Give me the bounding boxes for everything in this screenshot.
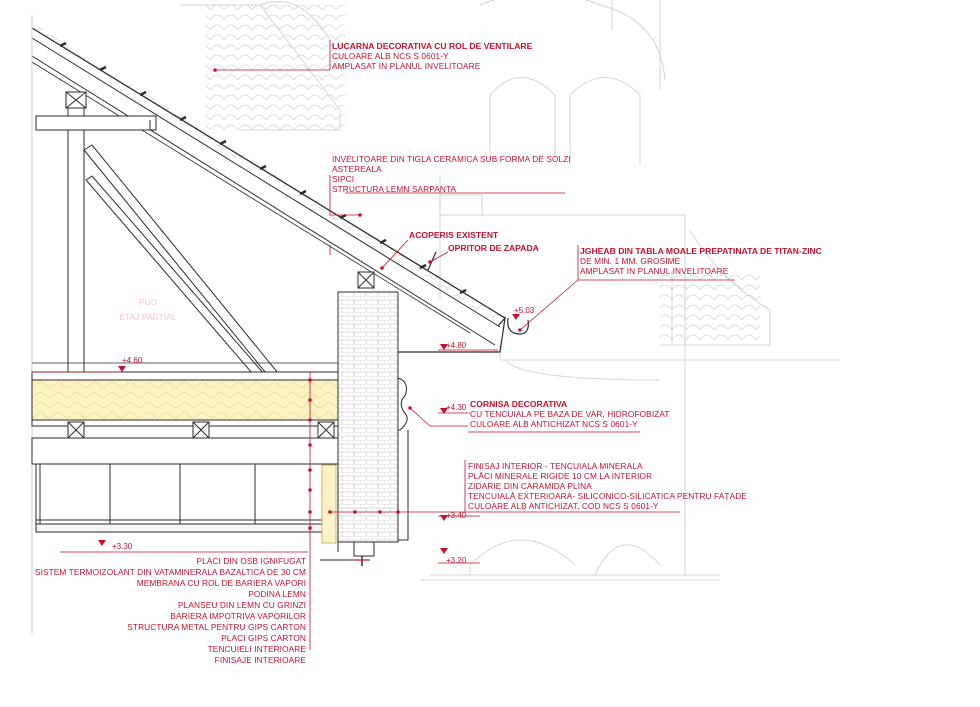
invelitoare-line4: STRUCTURA LEMN SARPANTA xyxy=(332,184,457,194)
level-480: +4.80 xyxy=(446,341,467,350)
annotation-jgheab: JGHEAB DIN TABLA MOALE PREPATINATA DE TI… xyxy=(580,246,822,276)
cornisa-title: CORNISA DECORATIVA xyxy=(470,399,567,409)
timber-structure xyxy=(31,91,375,533)
layer-9: TENCUIELI INTERIOARE xyxy=(208,644,307,654)
lucarna-title: LUCARNA DECORATIVA CU ROL DE VENTILARE xyxy=(332,41,533,51)
room-label-line1: PUD xyxy=(139,297,157,307)
invelitoare-line3: SIPCI xyxy=(332,174,354,184)
layer-10: FINISAJE INTERIOARE xyxy=(215,655,307,665)
annotation-finisaj: FINISAJ INTERIOR - TENCUIALA MINERALA PL… xyxy=(468,461,747,511)
level-markers xyxy=(98,314,520,554)
room-label-line2: ETAJ PARTIAL xyxy=(119,312,176,322)
invelitoare-line1: INVELITOARE DIN TIGLA CERAMICA SUB FORMA… xyxy=(332,154,571,164)
level-503: +5.03 xyxy=(514,306,535,315)
roof-section xyxy=(31,15,506,635)
background-elevation xyxy=(180,0,840,581)
finisaj-line2: PLĂCI MINERALE RIGIDE 10 CM LA INTERIOR xyxy=(468,471,652,481)
masonry-wall xyxy=(320,291,409,566)
level-430: +4.30 xyxy=(446,403,467,412)
finisaj-line5: CULOARE ALB ANTICHIZAT, COD NCS S 0601-Y xyxy=(468,501,659,511)
level-340: +3.40 xyxy=(446,511,467,520)
layer-6: BARIERA IMPOTRIVA VAPORILOR xyxy=(170,611,306,621)
layer-4: PODINA LEMN xyxy=(248,589,306,599)
annotation-lucarna: LUCARNA DECORATIVA CU ROL DE VENTILARE C… xyxy=(332,41,533,71)
jgheab-title: JGHEAB DIN TABLA MOALE PREPATINATA DE TI… xyxy=(580,246,822,256)
level-330: +3.30 xyxy=(112,542,133,551)
layer-8: PLACI GIPS CARTON xyxy=(221,633,306,643)
finisaj-line4: TENCUIALĂ EXTERIOARA- SILICONICO-SILICAT… xyxy=(468,491,747,501)
gutter xyxy=(507,317,529,335)
jgheab-line3: AMPLASAT IN PLANUL INVELITOARE xyxy=(580,266,729,276)
finisaj-line3: ZIDARIE DIN CARAMIDA PLINA xyxy=(468,481,592,491)
annotation-acoperis: ACOPERIS EXISTENT xyxy=(409,230,499,240)
cornisa-line3: CULOARE ALB ANTICHIZAT NCS S 0601-Y xyxy=(470,419,638,429)
invelitoare-line2: ASTEREALA xyxy=(332,164,382,174)
level-460: +4.60 xyxy=(122,356,143,365)
jgheab-line2: DE MIN. 1 MM. GROSIME xyxy=(580,256,681,266)
leader-dots xyxy=(213,68,522,530)
annotation-invelitoare: INVELITOARE DIN TIGLA CERAMICA SUB FORMA… xyxy=(332,154,571,194)
annotation-opritor: OPRITOR DE ZAPADA xyxy=(448,243,539,253)
lucarna-line2: CULOARE ALB NCS S 0601-Y xyxy=(332,51,449,61)
layer-1: PLACI DIN OSB IGNIFUGAT xyxy=(196,556,306,566)
layer-7: STRUCTURA METAL PENTRU GIPS CARTON xyxy=(127,622,306,632)
annotation-cornisa: CORNISA DECORATIVA CU TENCUIALA PE BAZA … xyxy=(470,399,670,429)
cornisa-line2: CU TENCUIALA PE BAZA DE VAR, HIDROFOBIZA… xyxy=(470,409,670,419)
lucarna-line3: AMPLASAT IN PLANUL INVELITOARE xyxy=(332,61,481,71)
beam-cut-markers xyxy=(67,271,375,439)
layer-5: PLANSEU DIN LEMN CU GRINZI xyxy=(178,600,306,610)
finisaj-line1: FINISAJ INTERIOR - TENCUIALA MINERALA xyxy=(468,461,643,471)
level-320: +3.20 xyxy=(446,556,467,565)
layer-2: SISTEM TERMOIZOLANT DIN VATAMINERALA BAZ… xyxy=(35,567,306,577)
annotation-layers: PLACI DIN OSB IGNIFUGAT SISTEM TERMOIZOL… xyxy=(35,556,306,665)
layer-3: MEMBRANA CU ROL DE BARIERA VAPORI xyxy=(137,578,306,588)
